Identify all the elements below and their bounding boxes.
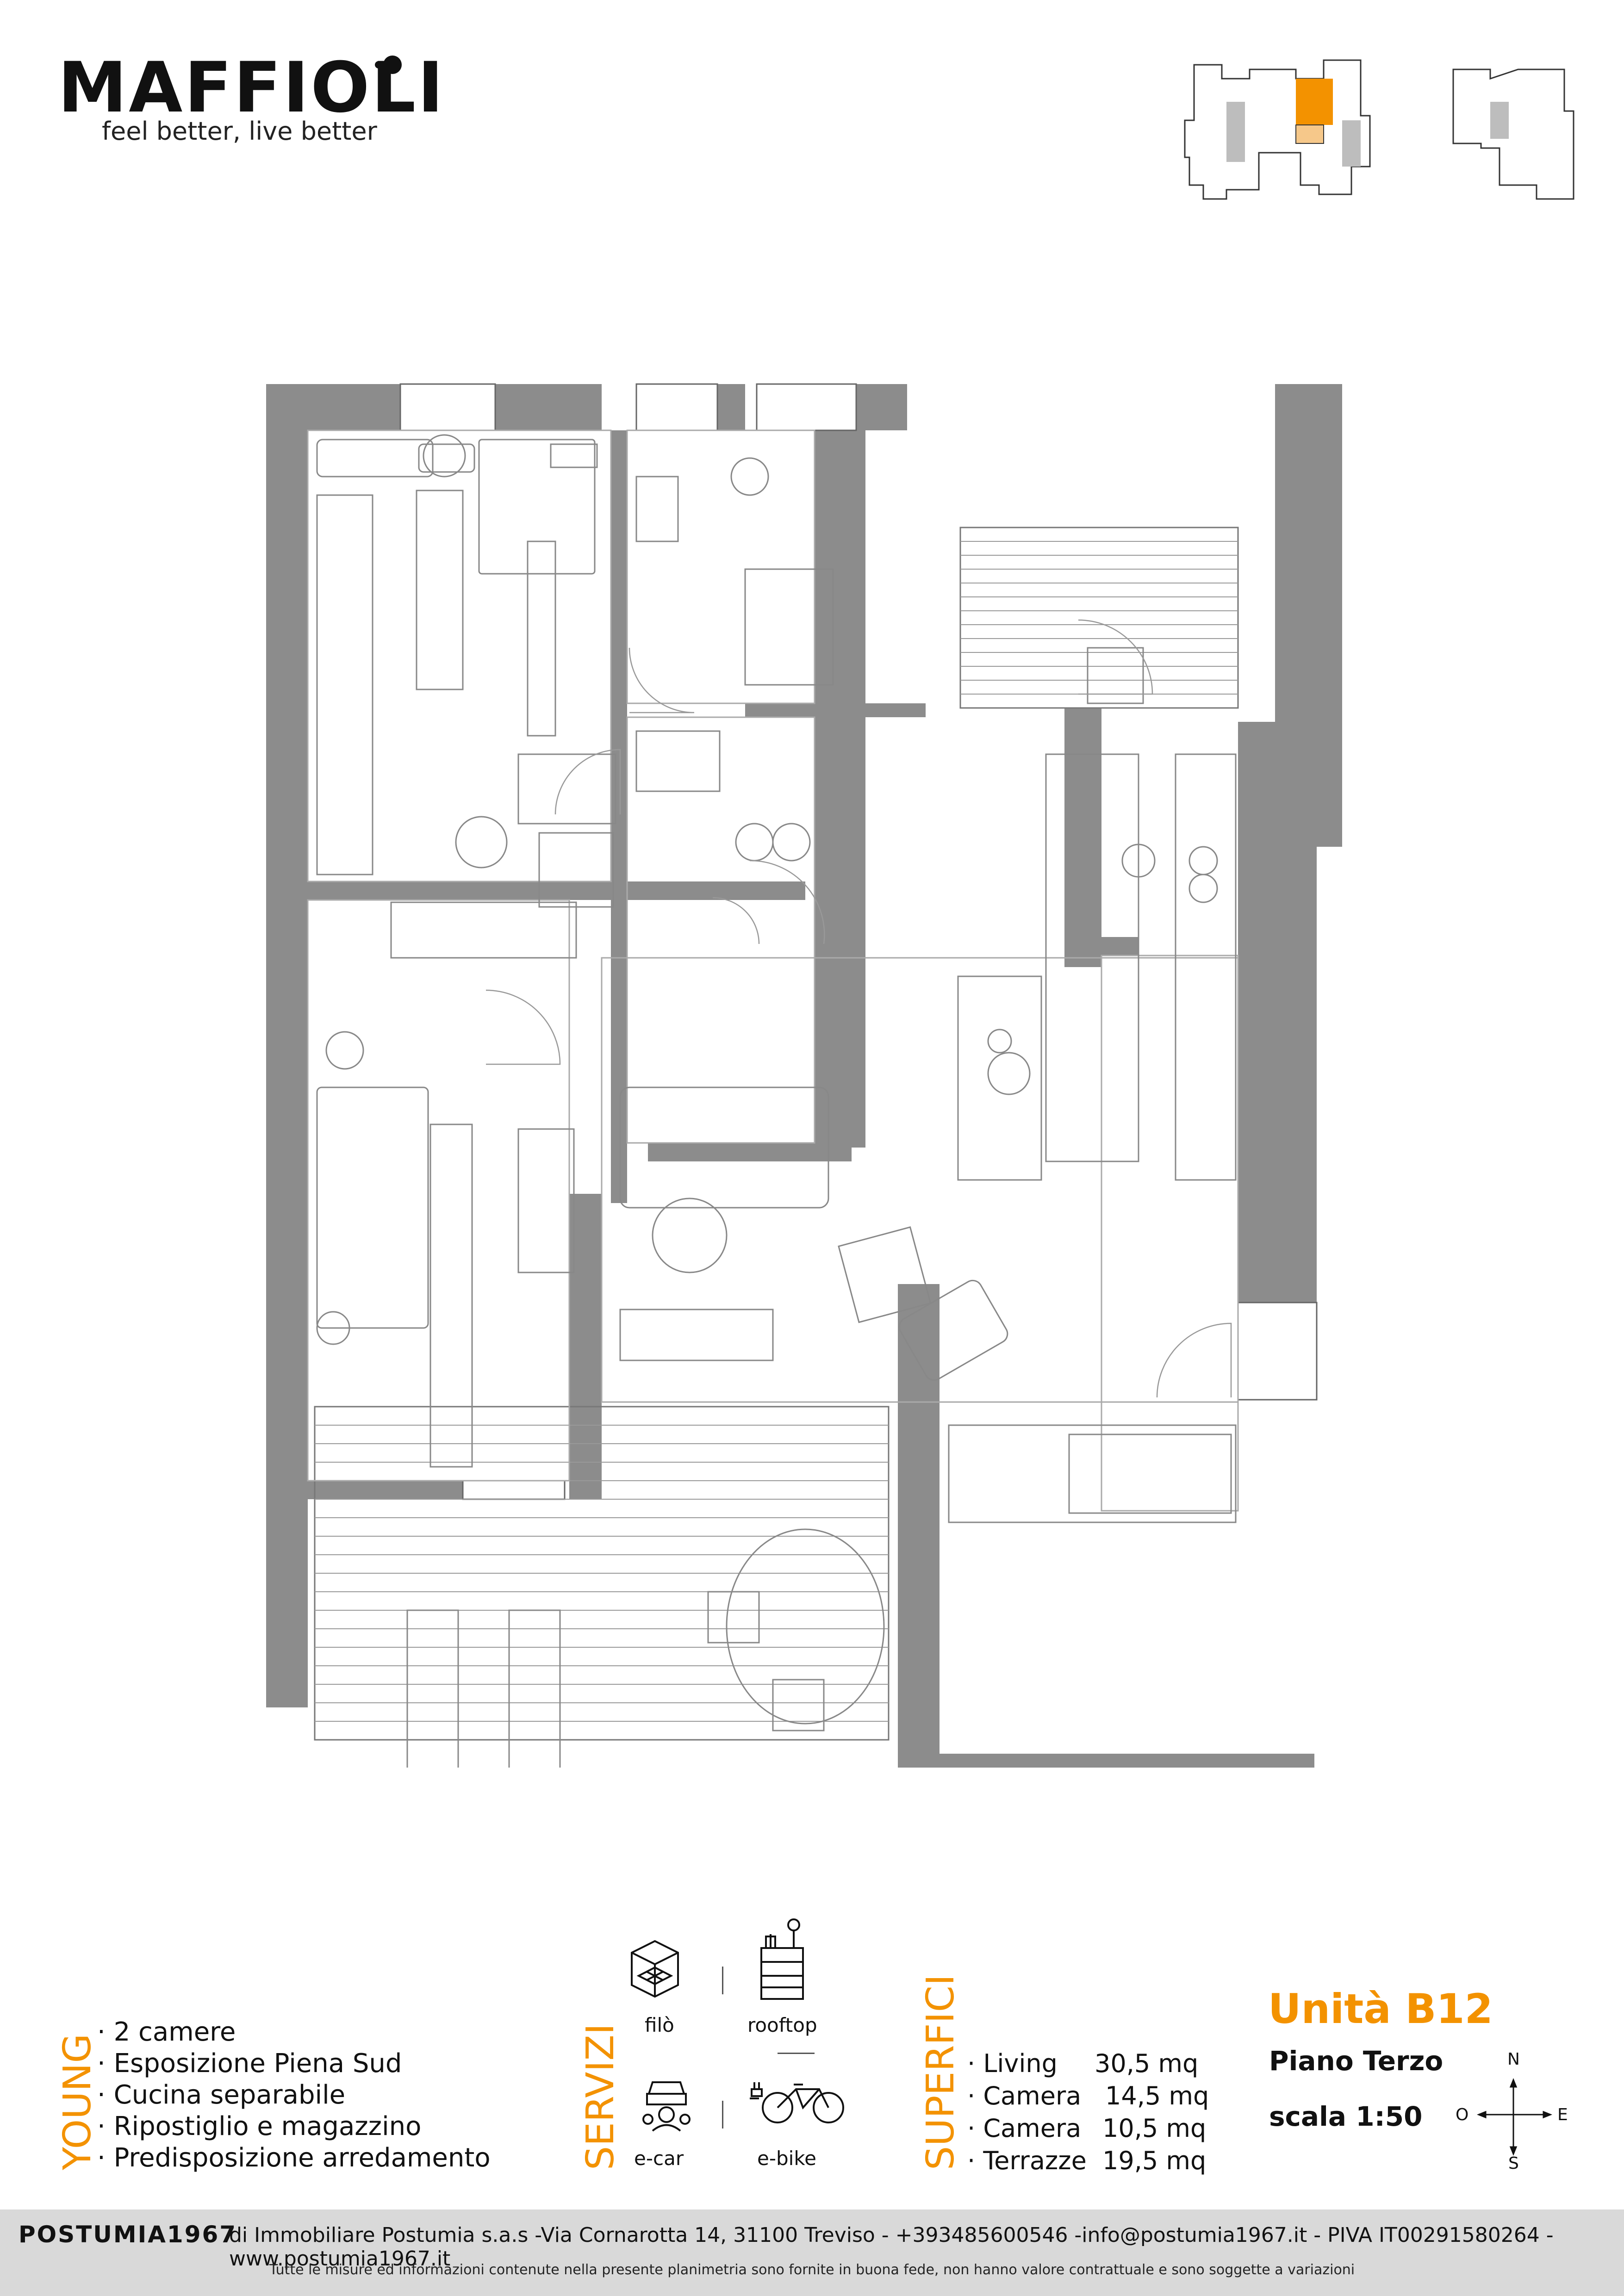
program-title: YOUNG (56, 2033, 100, 2170)
services-title: SERVIZI (579, 2023, 622, 2170)
feature-item: · 2 camere (97, 2017, 236, 2047)
compass-rose (1476, 2078, 1553, 2156)
floor-label: Piano Terzo (1269, 2045, 1444, 2077)
compass-east: E (1557, 2105, 1568, 2124)
walls (266, 384, 1342, 1768)
surface-name: · Terrazze (967, 2146, 1087, 2175)
service-label-filo: filò (645, 2014, 674, 2036)
surface-value: 14,5 mq (1105, 2081, 1209, 2110)
surface-value: 10,5 mq (1102, 2114, 1207, 2143)
footer-contact: di Immobiliare Postumia s.a.s -Via Corna… (229, 2223, 1554, 2271)
keyplan-unit-terrace (1295, 124, 1324, 144)
keyplan-neighbor-3 (1490, 102, 1509, 139)
rooftop-icon (760, 1918, 804, 2000)
keyplan-building-left (1184, 59, 1371, 200)
scale-label: scala 1:50 (1269, 2101, 1423, 2132)
logo-dot (383, 56, 402, 74)
doors (485, 619, 1232, 1398)
filo-building-icon (631, 1940, 679, 1998)
footer-brand: POSTUMIA1967 (19, 2221, 237, 2248)
surface-value: 19,5 mq (1102, 2146, 1207, 2175)
service-label-rooftop: rooftop (747, 2014, 817, 2036)
e-bike-icon (750, 2082, 844, 2123)
service-label-e-car: e-car (634, 2147, 684, 2170)
floor-plan (266, 383, 1342, 1768)
unit-title: Unità B12 (1268, 1985, 1493, 2033)
logo-dot-small (375, 61, 382, 68)
divider (722, 2101, 723, 2128)
keyplan-building-right (1452, 68, 1574, 200)
compass-north: N (1507, 2050, 1520, 2069)
feature-item: · Cucina separabile (97, 2080, 346, 2110)
surface-name: · Camera (967, 2114, 1082, 2143)
surface-value: 30,5 mq (1095, 2049, 1199, 2078)
feature-item: · Ripostiglio e magazzino (97, 2111, 422, 2141)
brand-tagline: feel better, live better (102, 117, 377, 146)
keyplan-neighbor-2 (1342, 120, 1361, 167)
terrace-decking (314, 527, 1239, 1741)
surfaces-title: SUPERFICI (919, 1974, 963, 2170)
compass-west: O (1456, 2105, 1469, 2124)
footer-disclaimer: Tutte le misure ed informazioni contenut… (269, 2262, 1355, 2278)
divider (722, 1967, 723, 1994)
furniture (316, 434, 1237, 1768)
surface-name: · Camera (967, 2081, 1082, 2110)
room-outlines (307, 429, 1239, 1512)
key-plan (1184, 59, 1574, 200)
surface-name: · Living (967, 2049, 1058, 2078)
keyplan-neighbor-1 (1226, 102, 1245, 162)
keyplan-unit-highlight (1296, 79, 1333, 125)
footer-bar (0, 2209, 1624, 2296)
e-car-icon (642, 2081, 691, 2132)
divider (778, 2053, 815, 2054)
service-label-e-bike: e-bike (757, 2147, 816, 2170)
feature-item: · Predisposizione arredamento (97, 2143, 491, 2173)
feature-item: · Esposizione Piena Sud (97, 2048, 402, 2079)
compass-south: S (1508, 2154, 1519, 2173)
windows (399, 383, 1318, 1500)
